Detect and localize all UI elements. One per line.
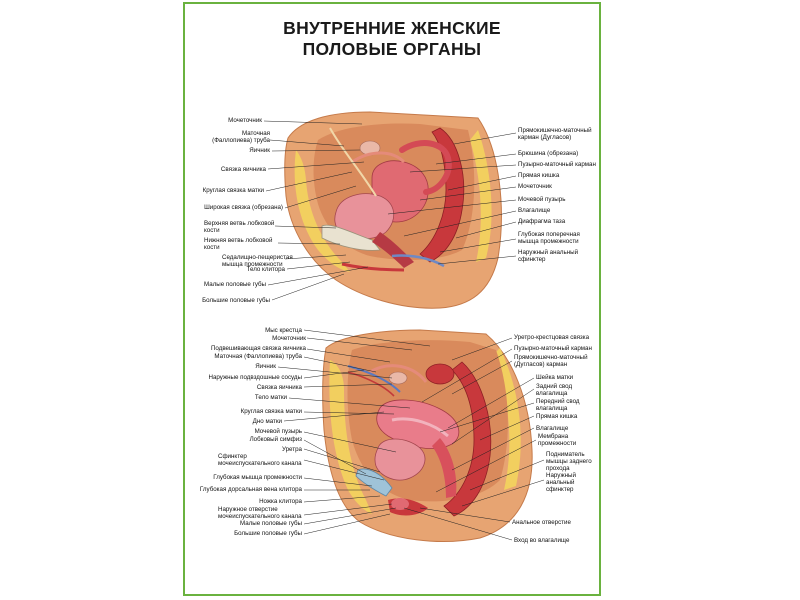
- title-line-1: ВНУТРЕННИЕ ЖЕНСКИЕ: [283, 18, 501, 38]
- label-cervix: Шейка матки: [536, 374, 574, 381]
- label-deep-dorsal-vein: Глубокая дорсальная вена клитора: [199, 486, 302, 493]
- label-ureter-top: Мочеточник: [228, 117, 262, 124]
- label-ovary-bottom: Яичник: [255, 363, 276, 370]
- label-external-anal-sphincter-top: Наружный анальный сфинктер: [518, 249, 579, 264]
- label-external-urethral-orifice: Наружное отверстие мочеиспускательного к…: [218, 506, 302, 521]
- label-bladder-bottom: Мочевой пузырь: [254, 428, 302, 435]
- label-uterine-fundus: Дно матки: [252, 418, 282, 425]
- label-ovary-top: Яичник: [249, 147, 270, 154]
- label-bladder-top: Мочевой пузырь: [518, 196, 566, 203]
- label-round-ligament-top: Круглая связка матки: [202, 187, 264, 194]
- top-bladder: [334, 193, 394, 240]
- bottom-rectum: [443, 361, 492, 517]
- label-deep-perineal-muscle: Глубокая мышца промежности: [213, 474, 302, 481]
- label-round-ligament-bottom: Круглая связка матки: [240, 408, 302, 415]
- label-fallopian-tube-top: Маточная (Фаллопиева) труба: [212, 130, 270, 145]
- label-rectouterine-pouch-bottom: Прямокишечно-маточный (Дугласов) карман: [514, 354, 588, 369]
- poster-title: ВНУТРЕННИЕ ЖЕНСКИЕ ПОЛОВЫЕ ОРГАНЫ: [185, 18, 599, 60]
- label-ischiocavernosus: Седалищно-пещеристая мышца промежности: [222, 254, 293, 269]
- label-vaginal-orifice: Вход во влагалище: [514, 537, 570, 544]
- label-superior-pubic-ramus: Верхняя ветвь лобковой кости: [204, 220, 275, 235]
- label-clitoral-crus: Ножка клитора: [259, 498, 302, 505]
- top-anatomy-figure: [284, 111, 502, 309]
- label-uterus-body: Тело матки: [254, 394, 287, 401]
- top-left-leader-lines: [263, 120, 369, 301]
- label-fallopian-tube-bottom: Маточная (Фаллопиева) труба: [214, 353, 302, 360]
- label-clitoris-body: Тело клитора: [246, 266, 285, 273]
- label-posterior-fornix: Задний свод влагалища: [536, 383, 573, 398]
- bottom-right-leader-lines: [403, 337, 545, 541]
- label-sacral-promontory: Мыс крестца: [265, 327, 302, 334]
- label-deep-transverse-perineal: Глубокая поперечная мышца промежности: [518, 231, 580, 246]
- label-perineal-membrane: Мембрана промежности: [538, 433, 577, 448]
- top-fat-layer: [294, 150, 350, 272]
- label-pubic-symphysis: Лобковый симфиз: [249, 436, 302, 443]
- label-rectouterine-pouch-top: Прямокишечно-маточный карман (Дугласов): [518, 127, 592, 142]
- label-rectum-bottom: Прямая кишка: [536, 413, 578, 420]
- bottom-vagina: [432, 438, 457, 498]
- label-labia-majora-top: Большие половые губы: [202, 297, 270, 304]
- title-line-2: ПОЛОВЫЕ ОРГАНЫ: [302, 39, 482, 59]
- label-labia-minora-top: Малые половые губы: [204, 281, 266, 288]
- label-ureter-top-right: Мочеточник: [518, 183, 552, 190]
- label-urethra: Уретра: [281, 446, 302, 453]
- label-anus: Анальное отверстие: [512, 519, 571, 526]
- label-vesicouterine-pouch-top: Пузырно-маточный карман: [518, 161, 596, 168]
- label-levator-ani: Подниматель мышцы заднего прохода: [546, 451, 592, 473]
- top-rectum: [419, 127, 465, 263]
- bottom-fat-layer: [329, 360, 372, 514]
- top-vagina: [372, 232, 414, 268]
- top-right-leader-lines: [387, 132, 517, 265]
- bottom-anatomy-figure: [322, 329, 533, 542]
- label-inferior-pubic-ramus: Нижняя ветвь лобковой кости: [204, 237, 273, 252]
- label-vagina-top: Влагалище: [518, 207, 551, 214]
- bottom-bladder: [374, 438, 426, 481]
- label-ovarian-ligament-bottom: Связка яичника: [256, 384, 302, 391]
- label-uterosacral-ligament: Уретро-крестцовая связка: [514, 334, 590, 341]
- label-anterior-fornix: Передний свод влагалища: [536, 398, 580, 413]
- bottom-left-leader-lines: [277, 329, 431, 535]
- label-external-iliac-vessels: Наружные подвздошные сосуды: [208, 374, 302, 381]
- top-pubic-bone: [321, 224, 381, 251]
- label-rectum-top: Прямая кишка: [518, 172, 560, 179]
- label-vesicouterine-pouch-bottom: Пузырно-маточный карман: [514, 345, 592, 352]
- label-ovarian-ligament-top: Связка яичника: [220, 166, 266, 173]
- label-ureter-bottom: Мочеточник: [272, 335, 306, 342]
- label-peritoneum: Брюшина (обрезана): [518, 150, 579, 157]
- label-urethral-sphincter: Сфинктер мочеиспускательного канала: [218, 453, 302, 468]
- label-suspensory-ligament: Подвешивающая связка яичника: [210, 345, 306, 352]
- bottom-pubic-symphysis: [355, 468, 393, 497]
- label-vagina-bottom: Влагалище: [536, 425, 569, 432]
- label-broad-ligament-top: Широкая связка (обрезана): [204, 204, 283, 211]
- label-labia-minora-bottom: Малые половые губы: [240, 520, 302, 527]
- label-external-anal-sphincter-bottom: Наружный анальный сфинктер: [546, 472, 576, 494]
- label-pelvic-diaphragm: Диафрагма таза: [518, 218, 566, 225]
- bottom-ovary: [388, 371, 408, 385]
- label-labia-majora-bottom: Большие половые губы: [234, 530, 302, 537]
